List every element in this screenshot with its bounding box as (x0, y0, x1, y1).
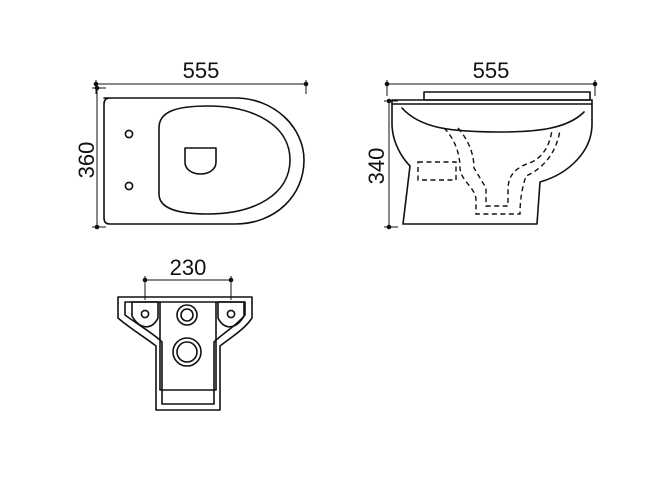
side-view: 555 340 (364, 58, 598, 230)
rear-view-fixing-dimension-line (142, 276, 234, 300)
top-view-width-dimension-line (93, 80, 309, 94)
trapway-inner-hidden-line (457, 127, 553, 207)
bowl-outline (103, 97, 305, 225)
left-fixing-hole (140, 309, 150, 319)
side-view-width-label: 555 (473, 58, 510, 83)
rear-outline (117, 296, 253, 411)
seat-and-lid (423, 91, 591, 101)
rear-center-panel (159, 301, 217, 391)
rear-view: 230 (117, 255, 253, 411)
right-fixing-hole (226, 309, 236, 319)
side-view-width-dimension-line (384, 80, 598, 96)
waste-outlet-inner (176, 341, 198, 363)
top-view-width-label: 555 (183, 58, 220, 83)
water-inlet-outer (176, 304, 198, 326)
seat-fixing-hole-lower (124, 181, 134, 191)
top-view-depth-dimension-line (92, 85, 106, 230)
bowl-body (391, 103, 593, 225)
trapway-hidden-line (443, 127, 561, 215)
side-view-height-label: 340 (364, 148, 389, 185)
right-fixing-lug (217, 301, 245, 328)
water-inlet-inner (180, 308, 194, 322)
inlet-hidden-line (417, 161, 457, 181)
outlet-opening (184, 147, 217, 175)
left-fixing-lug (131, 301, 159, 328)
top-view-depth-label: 360 (74, 142, 99, 179)
side-view-height-dimension-line (384, 98, 398, 230)
bowl-rim (401, 107, 585, 133)
rear-view-fixing-spacing-label: 230 (170, 255, 207, 280)
top-view: 555 360 (74, 58, 309, 230)
seat-fixing-hole-upper (124, 129, 134, 139)
waste-outlet-outer (172, 337, 202, 367)
seat-opening (158, 105, 291, 215)
